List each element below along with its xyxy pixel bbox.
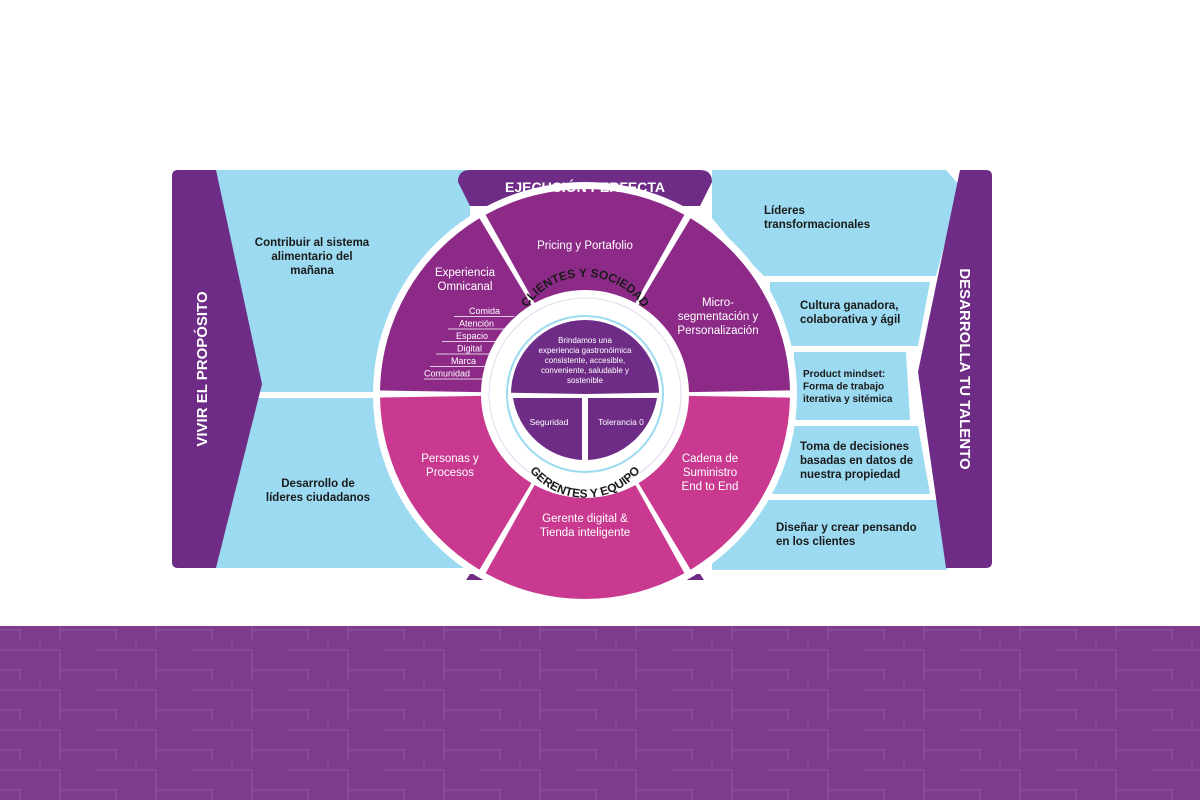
right-item-text-line: Forma de trabajo: [803, 382, 884, 393]
core-statement-line: conveniente, saludable y: [541, 366, 629, 375]
left-bottom-text: Desarrollo de líderes ciudadanos: [266, 478, 370, 504]
segment-microsegmentacion-line: Personalización: [677, 325, 758, 337]
segment-gerente-digital-line: Tienda inteligente: [540, 527, 630, 539]
right-item-text: Diseñar y crear pensando en los clientes: [776, 522, 917, 548]
segment-personas-procesos-line: Personas y: [421, 453, 479, 465]
segment-experiencia-omnicanal-line: Experiencia: [435, 267, 496, 279]
segment-cadena-suministro-line: Cadena de: [682, 453, 738, 465]
omnichannel-item: Espacio: [456, 331, 488, 341]
core-statement-line: Brindamos una: [558, 336, 612, 345]
left-top-text: Contribuir al sistema alimentario del maña…: [255, 237, 370, 277]
core-statement-line: experiencia gastronóimica: [539, 346, 632, 355]
segment-microsegmentacion-line: segmentación y: [678, 311, 759, 323]
left-top-text-line: mañana: [290, 265, 334, 277]
left-column-title: VIVIR EL PROPÓSITO: [193, 291, 211, 447]
right-item-5: [712, 500, 960, 570]
segment-experiencia-omnicanal-line: Omnicanal: [438, 281, 493, 293]
segment-pricing-portafolio: Pricing y Portafolio: [537, 240, 633, 252]
right-item-text-line: Cultura ganadora,: [800, 300, 898, 312]
left-top-text-line: Contribuir al sistema: [255, 237, 370, 249]
wheel-segment: [380, 218, 532, 393]
right-item-text-line: Líderes: [764, 205, 805, 217]
right-column: [712, 170, 992, 570]
segment-gerente-digital-line: Gerente digital &: [542, 513, 628, 525]
left-bottom-text-line: Desarrollo de: [281, 478, 355, 490]
right-item-text-line: nuestra propiedad: [800, 469, 900, 481]
omnichannel-item: Atención: [459, 319, 494, 329]
core-bottom-left: [513, 398, 582, 460]
omnichannel-item: Marca: [451, 356, 476, 366]
segment-gerente-digital: Gerente digital & Tienda inteligente: [540, 513, 630, 539]
core-right-label: Tolerancia 0: [598, 417, 644, 427]
core-bottom-right: [588, 398, 657, 460]
right-item-3: [794, 352, 910, 420]
segment-microsegmentacion: Micro-segmentación y Personalización: [677, 297, 758, 337]
omnichannel-item: Comida: [469, 306, 500, 316]
wheel-segment: [485, 484, 685, 599]
core-left-label: Seguridad: [530, 417, 569, 427]
core-statement-line: consistente, accesible,: [545, 356, 626, 365]
right-item-text-line: transformacionales: [764, 219, 870, 231]
segment-pricing-portafolio-line: Pricing y Portafolio: [537, 240, 633, 252]
omnichannel-item: Comunidad: [424, 369, 470, 379]
right-item-text-line: en los clientes: [776, 536, 855, 548]
right-item-text: Líderes transformacionales: [764, 205, 870, 231]
right-item-2: [770, 282, 930, 346]
top-banner-label: EJECUCIÓN PERFECTA: [505, 178, 665, 195]
right-arrow-band: [918, 170, 992, 568]
segment-cadena-suministro-line: Suministro: [683, 467, 737, 479]
segment-cadena-suministro-line: End to End: [682, 481, 739, 493]
left-top-text-line: alimentario del: [271, 251, 352, 263]
left-bottom-text-line: líderes ciudadanos: [266, 492, 370, 504]
right-item-4: [770, 426, 930, 494]
wheel-segment: [380, 395, 532, 570]
right-item-text-line: iterativa y sitémica: [803, 394, 893, 405]
wheel-segment: [485, 188, 685, 304]
core-top: [511, 319, 659, 394]
left-arrow-band: [172, 170, 262, 568]
right-item-text-line: Product mindset:: [803, 369, 885, 380]
right-item-text: Cultura ganadora, colaborativa y ágil: [800, 300, 900, 326]
right-item-text-line: basadas en datos de: [800, 455, 913, 467]
right-item-text-line: colaborativa y ágil: [800, 314, 900, 326]
right-item-text: Toma de decisiones basadas en datos de nue…: [800, 441, 913, 481]
right-item-text-line: Toma de decisiones: [800, 441, 909, 453]
right-item-1: [712, 170, 960, 276]
segment-personas-procesos-line: Procesos: [426, 467, 474, 479]
omnichannel-item: Digital: [457, 344, 482, 354]
bottom-band: [0, 626, 1200, 800]
segment-microsegmentacion-line: Micro-: [702, 297, 734, 309]
segment-personas-procesos: Personas y Procesos: [421, 453, 479, 479]
right-item-text-line: Diseñar y crear pensando: [776, 522, 917, 534]
wheel: [373, 182, 797, 606]
right-column-title: DESARROLLA TU TALENTO: [956, 268, 973, 470]
wheel-segment: [638, 395, 790, 570]
wheel-segment: [638, 218, 790, 393]
core-statement-line: sostenible: [567, 376, 604, 385]
wheel-ring-accent: [506, 315, 664, 473]
